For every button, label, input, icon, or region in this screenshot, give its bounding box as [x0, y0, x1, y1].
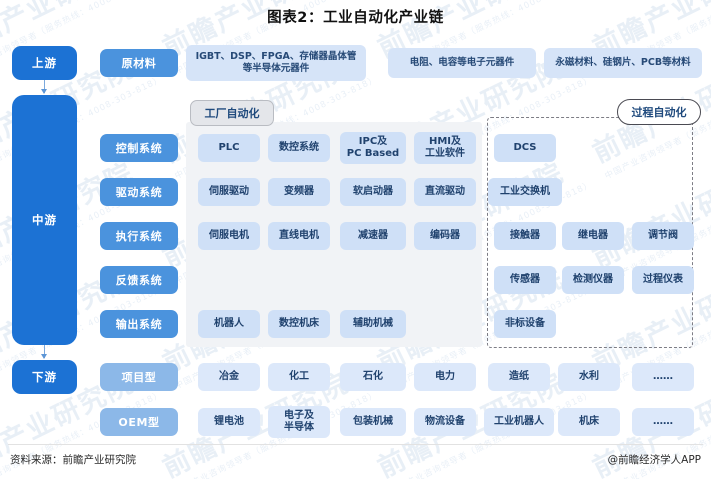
pa-chip-contactor[interactable]: 接触器 [494, 222, 556, 250]
ds-chip-industrial-robot[interactable]: 工业机器人 [484, 408, 554, 436]
category-feedback-system[interactable]: 反馈系统 [100, 266, 178, 294]
fa-chip-soft-starter[interactable]: 软启动器 [340, 178, 406, 206]
pa-chip-industrial-switch[interactable]: 工业交换机 [488, 178, 562, 206]
fa-chip-linear-motor[interactable]: 直线电机 [268, 222, 330, 250]
fa-chip-servo-drive[interactable]: 伺服驱动 [198, 178, 260, 206]
ds-chip-water-conservancy[interactable]: 水利 [558, 363, 620, 391]
fa-chip-cnc-machine[interactable]: 数控机床 [268, 310, 330, 338]
ds-chip-paper[interactable]: 造纸 [488, 363, 550, 391]
fa-chip-cnc-system[interactable]: 数控系统 [268, 134, 330, 162]
pa-chip-control-valve[interactable]: 调节阀 [632, 222, 694, 250]
arrow-upstream-to-midstream [41, 80, 47, 94]
ds-chip-packaging-machinery[interactable]: 包装机械 [340, 408, 406, 436]
upstream-item-passive-components[interactable]: 电阻、电容等电子元器件 [388, 48, 536, 78]
category-control-system[interactable]: 控制系统 [100, 134, 178, 162]
ds-chip-chemical[interactable]: 化工 [268, 363, 330, 391]
footer-divider [8, 444, 703, 445]
category-drive-system[interactable]: 驱动系统 [100, 178, 178, 206]
stage-upstream: 上游 [12, 46, 77, 80]
pa-chip-nonstandard-equipment[interactable]: 非标设备 [494, 310, 556, 338]
source-note: 资料来源：前瞻产业研究院 [10, 454, 136, 466]
arrow-midstream-to-downstream [41, 345, 47, 359]
category-execution-system[interactable]: 执行系统 [100, 222, 178, 250]
pa-chip-process-instrument[interactable]: 过程仪表 [632, 266, 694, 294]
fa-chip-plc[interactable]: PLC [198, 134, 260, 162]
ds-chip-electronics-semiconductor[interactable]: 电子及 半导体 [268, 406, 330, 438]
fa-chip-dc-drive[interactable]: 直流驱动 [414, 178, 476, 206]
ds-chip-more-project[interactable]: …… [632, 363, 694, 391]
stage-midstream: 中游 [12, 95, 77, 345]
fa-chip-robot[interactable]: 机器人 [198, 310, 260, 338]
factory-automation-badge: 工厂自动化 [190, 100, 274, 126]
stage-downstream: 下游 [12, 360, 77, 394]
category-raw-material[interactable]: 原材料 [100, 49, 178, 77]
ds-chip-machine-tool[interactable]: 机床 [558, 408, 620, 436]
process-automation-badge: 过程自动化 [617, 99, 701, 125]
chart-title: 图表2：工业自动化产业链 [267, 10, 444, 26]
pa-chip-dcs[interactable]: DCS [494, 134, 556, 162]
ds-chip-lithium-battery[interactable]: 锂电池 [198, 408, 260, 436]
category-project-type[interactable]: 项目型 [100, 363, 178, 391]
pa-chip-relay[interactable]: 继电器 [562, 222, 624, 250]
pa-chip-sensor[interactable]: 传感器 [494, 266, 556, 294]
fa-chip-encoder[interactable]: 编码器 [414, 222, 476, 250]
ds-chip-petrochemical[interactable]: 石化 [340, 363, 406, 391]
fa-chip-hmi-software[interactable]: HMI及 工业软件 [414, 132, 476, 164]
ds-chip-logistics-equipment[interactable]: 物流设备 [414, 408, 476, 436]
ds-chip-more-oem[interactable]: …… [632, 408, 694, 436]
fa-chip-servo-motor[interactable]: 伺服电机 [198, 222, 260, 250]
pa-chip-test-instrument[interactable]: 检测仪器 [562, 266, 624, 294]
fa-chip-reducer[interactable]: 减速器 [340, 222, 406, 250]
category-oem-type[interactable]: OEM型 [100, 408, 178, 436]
fa-chip-inverter[interactable]: 变频器 [268, 178, 330, 206]
category-output-system[interactable]: 输出系统 [100, 310, 178, 338]
fa-chip-auxiliary-machinery[interactable]: 辅助机械 [340, 310, 406, 338]
fa-chip-ipc-pc-based[interactable]: IPC及 PC Based [340, 132, 406, 164]
ds-chip-metallurgy[interactable]: 冶金 [198, 363, 260, 391]
app-credit: @前瞻经济学人APP [607, 454, 701, 466]
ds-chip-power[interactable]: 电力 [414, 363, 476, 391]
upstream-item-semiconductor[interactable]: IGBT、DSP、FPGA、存储器晶体管 等半导体元器件 [186, 45, 366, 81]
upstream-item-materials[interactable]: 永磁材料、硅钢片、PCB等材料 [544, 48, 702, 78]
